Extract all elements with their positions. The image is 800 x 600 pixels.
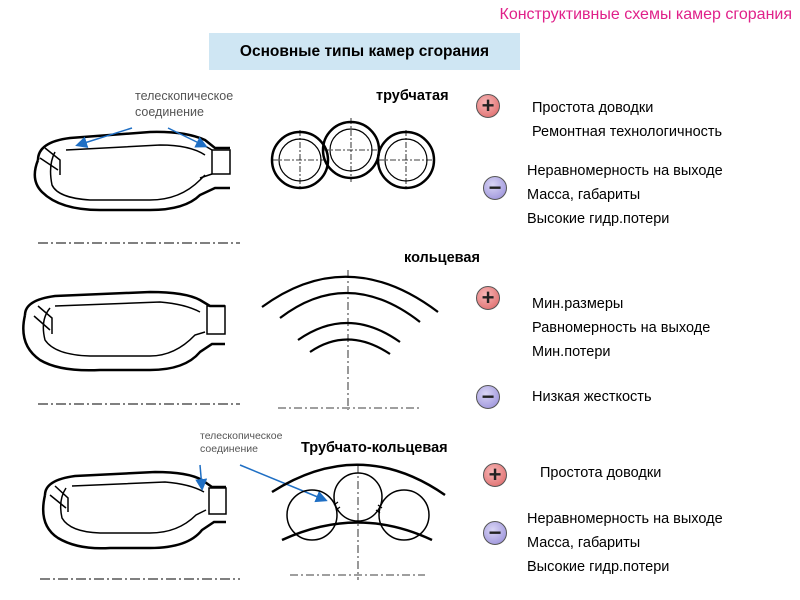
callout-line-2: соединение	[200, 443, 258, 455]
minus-icon: −	[483, 176, 507, 200]
can-annular-cross-section	[271, 463, 446, 580]
con-item: Масса, габариты	[527, 187, 641, 203]
con-item: Неравномерность на выходе	[527, 511, 723, 527]
con-item: Неравномерность на выходе	[527, 163, 723, 179]
pro-item: Простота доводки	[540, 465, 662, 481]
cons-list-tubular: Неравномерность на выходе Масса, габарит…	[527, 159, 723, 231]
telescopic-joint-callout: телескопическое соединение	[135, 88, 233, 120]
telescopic-joint-arrows	[75, 127, 208, 149]
subtitle-banner: Основные типы камер сгорания	[209, 33, 520, 70]
pro-item: Мин.потери	[532, 344, 611, 360]
type-label-can-annular: Трубчато-кольцевая	[301, 440, 448, 456]
pro-item: Равномерность на выходе	[532, 320, 711, 336]
pros-list-can-annular: Простота доводки	[540, 461, 661, 485]
can-annular-chamber-section	[40, 470, 240, 580]
minus-icon: −	[476, 385, 500, 409]
pro-item: Ремонтная технологичность	[532, 124, 723, 140]
con-item: Низкая жесткость	[532, 389, 652, 405]
plus-icon: +	[476, 94, 500, 118]
minus-icon: −	[483, 521, 507, 545]
tubular-chamber-section	[33, 130, 240, 244]
callout-line-1: телескопическое	[200, 430, 283, 442]
annular-chamber-section	[22, 290, 240, 405]
con-item: Масса, габариты	[527, 535, 641, 551]
annular-cross-section	[261, 270, 439, 410]
cons-list-annular: Низкая жесткость	[532, 385, 652, 409]
pro-item: Мин.размеры	[532, 296, 624, 312]
subtitle-text: Основные типы камер сгорания	[239, 42, 490, 60]
con-item: Высокие гидр.потери	[527, 559, 670, 575]
tubular-cross-section	[270, 118, 436, 190]
cons-list-can-annular: Неравномерность на выходе Масса, габарит…	[527, 507, 723, 579]
plus-icon: +	[476, 286, 500, 310]
type-label-tubular: трубчатая	[376, 88, 449, 104]
telescopic-joint-arrows-bottom	[195, 464, 328, 503]
slide-title: Конструктивные схемы камер сгорания	[499, 6, 793, 23]
pro-item: Простота доводки	[532, 100, 654, 116]
pros-list-tubular: Простота доводки Ремонтная технологичнос…	[532, 96, 722, 144]
telescopic-joint-callout-bottom: телескопическое соединение	[200, 430, 282, 456]
pros-list-annular: Мин.размеры Равномерность на выходе Мин.…	[532, 292, 710, 364]
plus-icon: +	[483, 463, 507, 487]
con-item: Высокие гидр.потери	[527, 211, 670, 227]
callout-line-1: телескопическое	[135, 89, 234, 103]
type-label-annular: кольцевая	[404, 250, 480, 266]
callout-line-2: соединение	[135, 105, 204, 119]
